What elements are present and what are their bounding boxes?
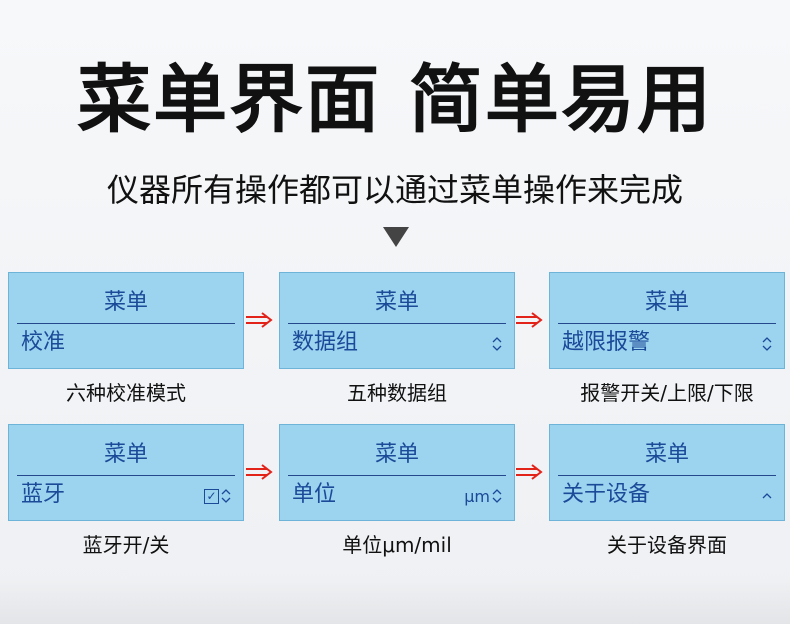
checkbox-checked-icon: ✓	[204, 488, 219, 504]
menu-title: 菜单	[103, 290, 148, 315]
menu-item-label: 关于设备	[562, 482, 651, 507]
menu-title: 菜单	[374, 290, 419, 315]
menu-item-label: 蓝牙	[21, 482, 66, 507]
page-subtitle: 仪器所有操作都可以通过菜单操作来完成	[106, 171, 683, 209]
lcd-screen-limit-alarm: 菜单 越限报警	[549, 272, 785, 369]
scroll-indicator	[762, 484, 772, 508]
right-arrow-icon	[516, 464, 543, 480]
unit-value: μm	[464, 486, 490, 506]
page-title: 菜单界面 简单易用	[77, 57, 713, 143]
lcd-screen-bluetooth: 菜单 蓝牙 ✓	[8, 424, 244, 521]
caption-bluetooth: 蓝牙开/关	[82, 533, 170, 557]
right-arrow-icon	[246, 464, 273, 480]
divider	[17, 323, 235, 324]
up-down-chevron-icon	[221, 488, 231, 504]
divider	[558, 323, 776, 324]
scroll-indicator	[492, 332, 502, 356]
up-chevron-icon	[762, 492, 772, 500]
menu-item-label: 校准	[21, 330, 66, 355]
menu-title: 菜单	[374, 442, 419, 467]
menu-item-label: 越限报警	[562, 330, 651, 355]
menu-title: 菜单	[644, 442, 689, 467]
up-down-chevron-icon	[492, 336, 502, 352]
divider	[17, 475, 235, 476]
lcd-screen-about-device: 菜单 关于设备	[549, 424, 785, 521]
scroll-indicator: ✓	[204, 484, 231, 508]
menu-item-label: 数据组	[292, 330, 359, 355]
divider	[558, 475, 776, 476]
down-triangle-icon	[383, 227, 409, 247]
right-arrow-icon	[516, 312, 543, 328]
menu-item-label: 单位	[292, 482, 337, 507]
caption-limit-alarm: 报警开关/上限/下限	[580, 381, 754, 405]
caption-about-device: 关于设备界面	[607, 533, 727, 557]
scroll-indicator: μm	[464, 484, 502, 508]
right-arrow-icon	[246, 312, 273, 328]
divider	[288, 323, 506, 324]
caption-calibration: 六种校准模式	[66, 381, 186, 405]
lcd-screen-calibration: 菜单 校准	[8, 272, 244, 369]
menu-title: 菜单	[103, 442, 148, 467]
up-down-chevron-icon	[762, 336, 772, 352]
caption-unit: 单位μm/mil	[342, 533, 452, 557]
caption-data-group: 五种数据组	[347, 381, 447, 405]
menu-title: 菜单	[644, 290, 689, 315]
scroll-indicator	[762, 332, 772, 356]
bottom-fade	[0, 578, 790, 624]
up-down-chevron-icon	[492, 488, 502, 504]
lcd-screen-unit: 菜单 单位 μm	[279, 424, 515, 521]
lcd-screen-data-group: 菜单 数据组	[279, 272, 515, 369]
divider	[288, 475, 506, 476]
